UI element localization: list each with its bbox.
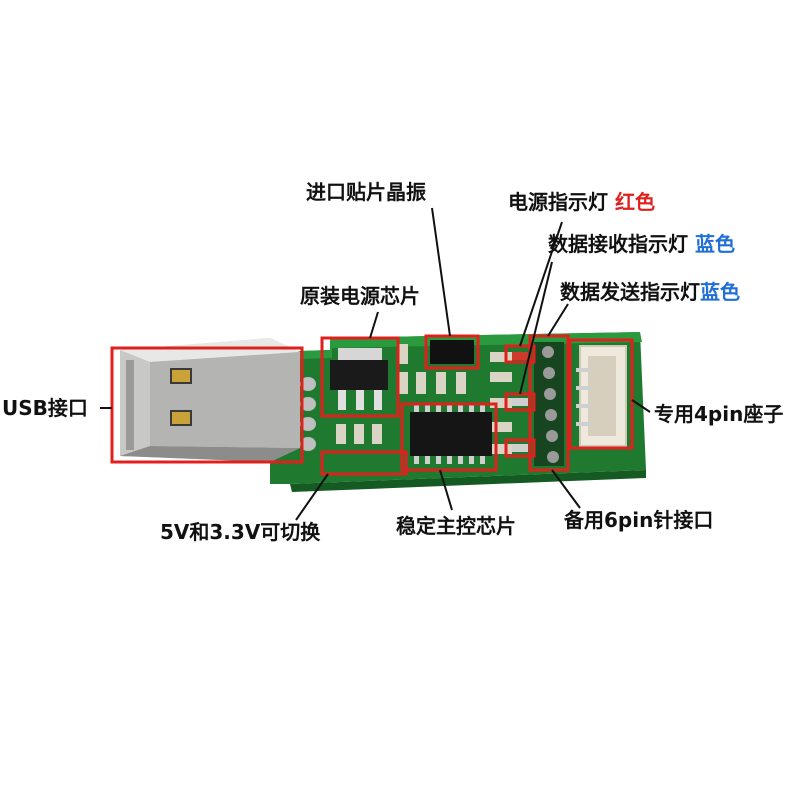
label-main-chip: 稳定主控芯片	[396, 514, 516, 538]
label-power-led-text: 电源指示灯	[508, 190, 608, 214]
label-usb-port: USB接口	[2, 396, 88, 420]
label-power-chip: 原装电源芯片	[300, 284, 420, 308]
callout-box-tx-led	[504, 438, 536, 458]
leader-lines	[100, 207, 651, 521]
four-pin-socket	[576, 345, 627, 447]
label-power-led: 电源指示灯 红色	[508, 190, 655, 214]
label-tx-led-color: 蓝色	[700, 280, 740, 304]
leader-power-chip	[369, 311, 379, 339]
leader-6pin	[551, 469, 581, 509]
callout-box-crystal	[424, 334, 480, 370]
smd-components	[336, 344, 528, 454]
label-rx-led: 数据接收指示灯 蓝色	[548, 232, 735, 256]
leader-crystal	[431, 207, 451, 337]
power-regulator-chip	[330, 348, 388, 410]
label-tx-led-text: 数据发送指示灯	[560, 280, 700, 304]
usb-solder-pads	[300, 377, 316, 451]
leader-voltage	[295, 473, 329, 521]
callout-box-4pin	[568, 338, 634, 450]
label-rx-led-color: 蓝色	[694, 232, 735, 256]
usb-connector	[120, 338, 300, 462]
label-voltage-switch: 5V和3.3V可切换	[160, 520, 321, 544]
label-crystal: 进口贴片晶振	[306, 180, 426, 204]
label-tx-led: 数据发送指示灯蓝色	[560, 280, 740, 304]
crystal-component	[430, 340, 474, 364]
callout-box-power-chip	[320, 336, 400, 418]
label-rx-led-text: 数据接收指示灯	[548, 232, 688, 256]
leader-rx-led	[519, 261, 553, 395]
callout-boxes	[110, 334, 634, 476]
callout-box-main-chip	[400, 402, 498, 472]
label-4pin-socket: 专用4pin座子	[654, 402, 784, 426]
label-power-led-color: 红色	[614, 190, 655, 214]
callout-box-voltage	[320, 450, 408, 476]
leader-tx-led	[547, 303, 569, 337]
callout-box-usb	[110, 346, 304, 464]
six-pin-header	[534, 342, 564, 466]
leader-main-chip	[439, 469, 453, 511]
main-control-chip	[410, 404, 492, 464]
leader-power-led	[519, 221, 563, 347]
leader-4pin	[631, 399, 651, 413]
label-6pin-header: 备用6pin针接口	[564, 508, 714, 532]
